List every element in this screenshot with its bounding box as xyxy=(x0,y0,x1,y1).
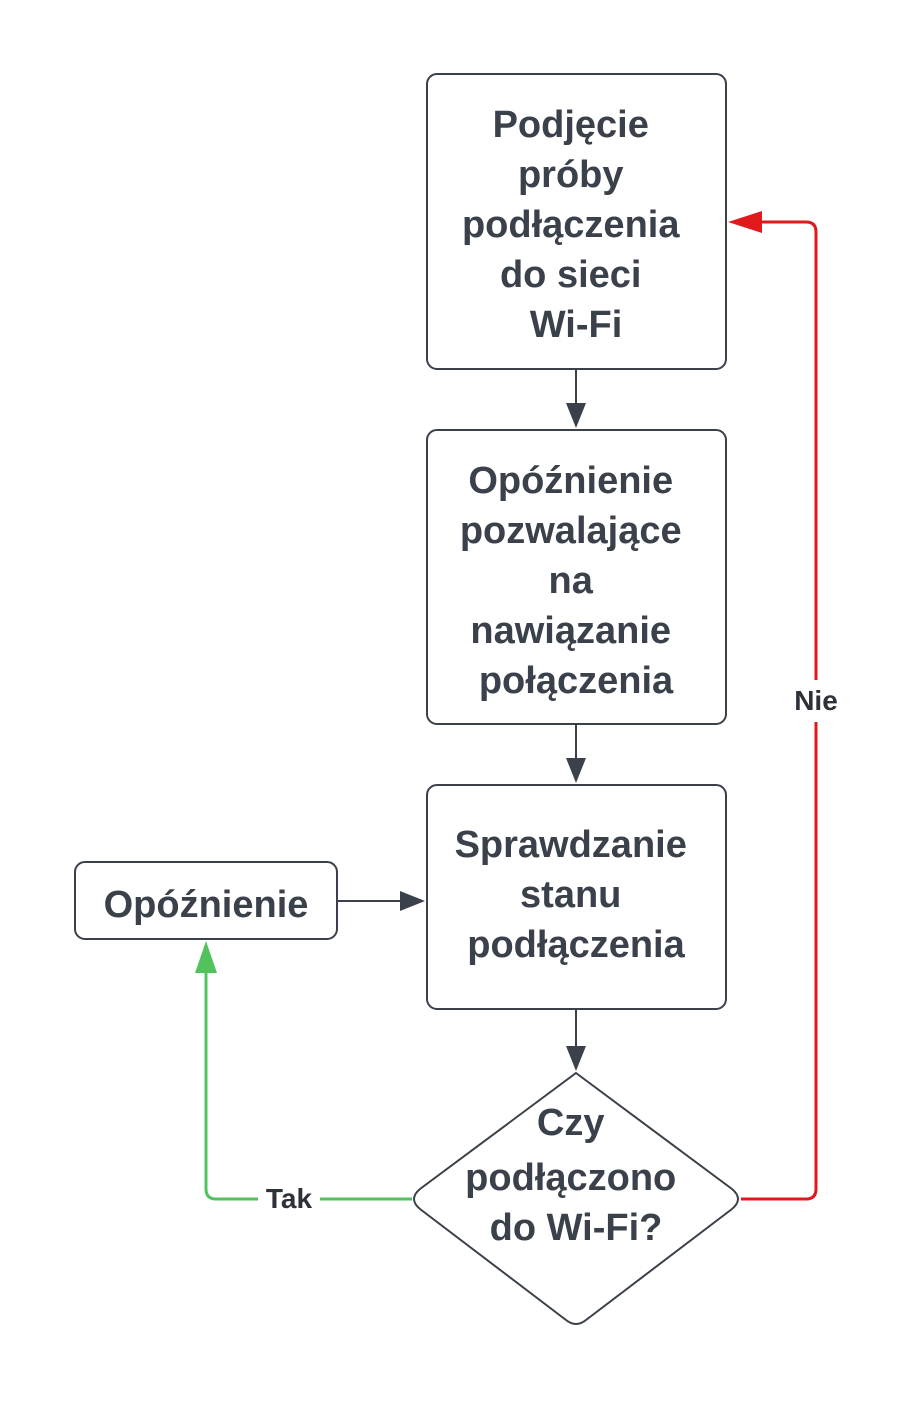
arrowhead-icon xyxy=(566,1046,586,1071)
arrowhead-icon xyxy=(195,941,217,973)
edge-connect-to-delay xyxy=(566,370,586,428)
arrowhead-icon xyxy=(400,891,425,911)
node-check-status: Sprawdzanie stanu podłączenia xyxy=(426,784,727,1010)
edge-no: Nie xyxy=(728,211,848,1201)
node-connect-attempt: Podjęcie próby podłączenia do sieci Wi-F… xyxy=(426,73,727,370)
node-connect-attempt-label: Podjęcie próby podłączenia do sieci Wi-F… xyxy=(462,104,690,346)
edge-delay-to-check xyxy=(566,725,586,783)
node-decision: Czy podłączono do Wi-Fi? xyxy=(413,1071,739,1325)
edge-no-label: Nie xyxy=(794,685,838,716)
edge-yes: Tak xyxy=(195,941,412,1216)
edge-check-to-decision xyxy=(566,1010,586,1071)
arrowhead-icon xyxy=(566,403,586,428)
edge-yes-label: Tak xyxy=(266,1183,313,1214)
node-connection-delay: Opóźnienie pozwalające na nawiązanie poł… xyxy=(426,429,727,725)
node-delay: Opóźnienie xyxy=(74,861,338,940)
edge-delay-to-check-horizontal xyxy=(338,891,425,911)
arrowhead-icon xyxy=(566,758,586,783)
node-connection-delay-label: Opóźnienie pozwalające na nawiązanie poł… xyxy=(460,460,692,702)
node-decision-label: Czy podłączono do Wi-Fi? xyxy=(465,1102,687,1249)
arrowhead-icon xyxy=(728,211,762,233)
node-check-status-label: Sprawdzanie stanu podłączenia xyxy=(455,824,698,966)
node-delay-label: Opóźnienie xyxy=(104,884,309,926)
